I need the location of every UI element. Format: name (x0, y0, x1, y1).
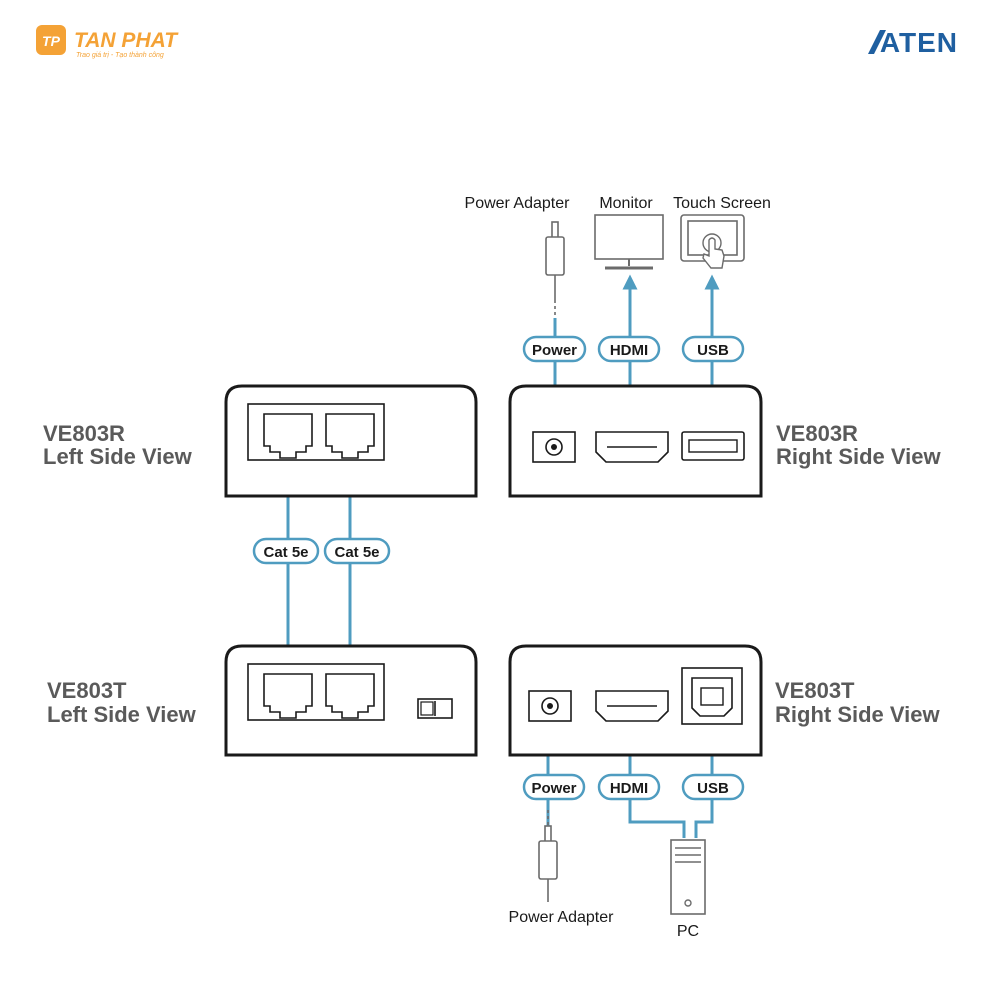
cat5e-pill-2-label: Cat 5e (334, 544, 379, 561)
dc-power-port-pin (547, 703, 553, 709)
pc-device: PC (670, 839, 706, 940)
aten-logo-text: ATEN (880, 27, 958, 58)
rj45-port-icon (263, 673, 313, 719)
ve803t-right-side-label: Right Side View (775, 702, 941, 727)
ve803r-left-model: VE803R (43, 421, 125, 446)
monitor-label: Monitor (599, 195, 653, 212)
top-hdmi-pill: HDMI (597, 335, 661, 363)
power-plug-tip-icon (544, 825, 552, 843)
tan-phat-logo-mark (36, 25, 66, 55)
cat5e-pill-1-shape (252, 537, 320, 565)
bottom-power-pill-shape (522, 773, 586, 801)
rj45-port-icon (325, 413, 375, 459)
top-hdmi-pill-shape (597, 335, 661, 363)
cat5e-pill-1: Cat 5e (252, 537, 320, 565)
pc-label: PC (677, 923, 699, 940)
rj45-port-icon (263, 413, 313, 459)
ve803r-right-model: VE803R (776, 421, 858, 446)
top-hdmi-pill-label: HDMI (610, 342, 648, 359)
power-plug-body-icon (538, 840, 558, 880)
usb-b-port-tongue (700, 687, 724, 706)
top-power-adapter-label: Power Adapter (465, 195, 571, 212)
tan-phat-logo: TP TAN PHAT Trao giá trị - Tạo thành côn… (36, 25, 179, 59)
tan-phat-badge-text: TP (42, 33, 61, 49)
ve803t-left-model: VE803T (47, 678, 127, 703)
bottom-power-adapter: Power Adapter (509, 810, 615, 926)
bottom-hdmi-pill-shape (597, 773, 661, 801)
usb-a-port-tongue (688, 439, 738, 453)
ve803r-left-side-label: Left Side View (43, 444, 193, 469)
aten-logo: ATEN (868, 27, 958, 58)
ve803r-right-view: VE803R Right Side View (508, 384, 942, 498)
ve803t-left-view: VE803T Left Side View (47, 644, 478, 757)
dc-power-port-pin (551, 444, 557, 450)
cat5e-pill-1-label: Cat 5e (263, 544, 308, 561)
bottom-usb-pill-label: USB (697, 780, 729, 797)
bottom-power-pill: Power (522, 773, 586, 801)
ve803r-left-view: VE803R Left Side View (43, 384, 478, 498)
bottom-hdmi-pill: HDMI (597, 773, 661, 801)
bottom-usb-pill: USB (681, 773, 745, 801)
tan-phat-name: TAN PHAT (74, 29, 179, 52)
top-power-pill-label: Power (532, 342, 577, 359)
tan-phat-tagline: Trao giá trị - Tạo thành công (76, 52, 164, 59)
monitor-icon (594, 214, 664, 260)
power-plug-tip-icon (551, 221, 559, 239)
ve803t-right-model: VE803T (775, 678, 855, 703)
power-plug-body-icon (545, 236, 565, 276)
bottom-power-pill-label: Power (531, 780, 576, 797)
ve803t-right-view: VE803T Right Side View (508, 644, 941, 757)
top-power-pill-shape (522, 335, 587, 363)
dip-switch-slot (420, 701, 434, 716)
aten-logo-mark (868, 30, 886, 54)
top-usb-pill-label: USB (697, 342, 729, 359)
top-power-adapter: Power Adapter (465, 195, 571, 318)
pc-tower-icon (670, 839, 706, 915)
ve803r-right-side-label: Right Side View (776, 444, 942, 469)
rj45-port-icon (325, 673, 375, 719)
pointing-hand-icon (702, 237, 725, 269)
cat5e-pill-2-shape (323, 537, 391, 565)
pc-power-button-icon (684, 899, 692, 907)
touch-screen-label: Touch Screen (673, 195, 771, 212)
top-usb-pill: USB (681, 335, 745, 363)
top-power-pill: Power (522, 335, 587, 363)
cat5e-pill-2: Cat 5e (323, 537, 391, 565)
bottom-usb-pill-shape (681, 773, 745, 801)
ve803t-left-side-label: Left Side View (47, 702, 197, 727)
bottom-hdmi-pill-label: HDMI (610, 780, 648, 797)
touch-screen-device: Touch Screen (673, 195, 771, 269)
bottom-power-adapter-label: Power Adapter (509, 909, 615, 926)
monitor-device: Monitor (594, 195, 664, 270)
top-usb-pill-shape (681, 335, 745, 363)
